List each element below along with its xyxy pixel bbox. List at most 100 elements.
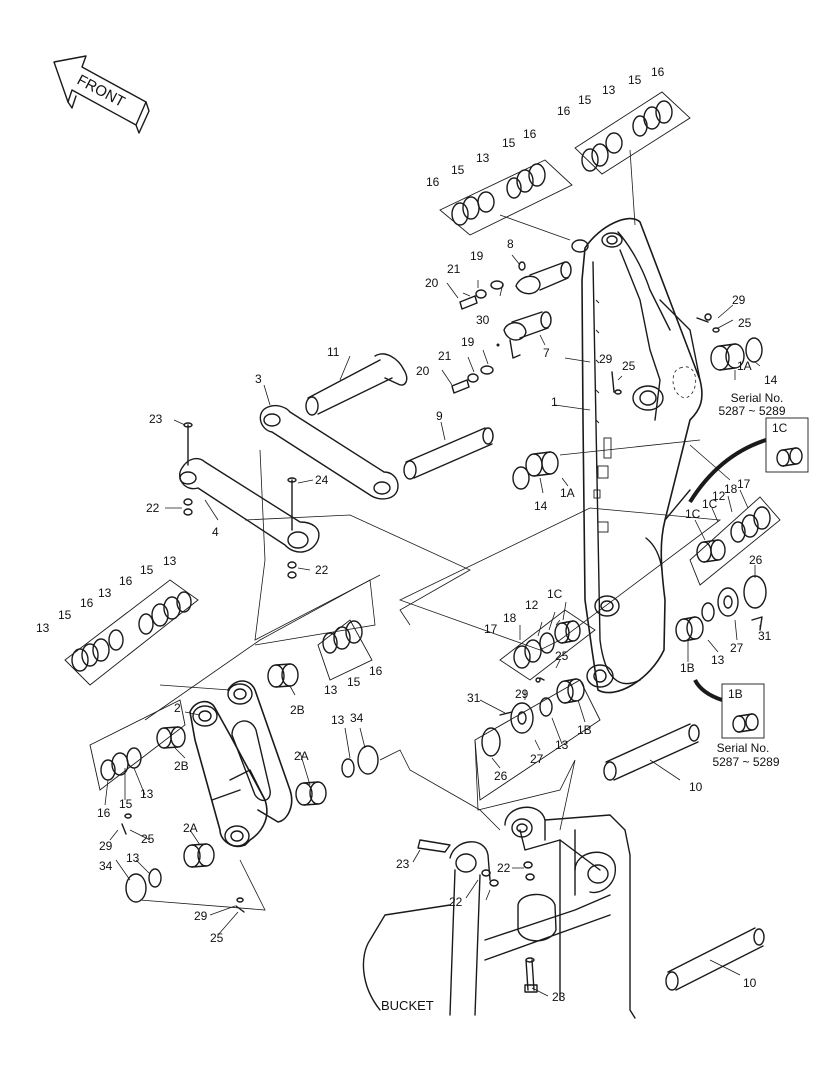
serial-note-upper-line1: Serial No.	[731, 391, 784, 405]
callout: 15	[119, 797, 133, 811]
callout: 24	[315, 473, 329, 487]
callout: 13	[476, 151, 490, 165]
washer-group-right-1b	[675, 575, 767, 642]
link-2	[189, 680, 293, 848]
callout: 15	[140, 563, 154, 577]
clip-29-25-lower	[121, 813, 245, 913]
clip-29-25-upper	[611, 313, 720, 395]
callout: 1C	[547, 587, 563, 601]
callout: 7	[543, 346, 550, 360]
callout: 26	[749, 553, 763, 567]
callout: 1	[551, 395, 558, 409]
callout: 29	[99, 839, 113, 853]
callout: 18	[503, 611, 517, 625]
inset-1b-label: 1B	[728, 687, 743, 701]
callout: 15	[58, 608, 72, 622]
callout: 2B	[174, 759, 189, 773]
callout: 16	[557, 104, 571, 118]
callout: 9	[436, 409, 443, 423]
callout: 16	[426, 175, 440, 189]
callout: 13	[126, 851, 140, 865]
bushing-2a-upper	[295, 781, 327, 806]
callout: 12	[525, 598, 539, 612]
callout: 13	[331, 713, 345, 727]
washer-group-top-right	[574, 91, 691, 175]
callout: 21	[447, 262, 461, 276]
serial-note-upper-line2: 5287 ~ 5289	[718, 404, 785, 418]
inset-1c-label: 1C	[772, 421, 788, 435]
serial-note-lower-line1: Serial No.	[717, 741, 770, 755]
callout: 11	[327, 345, 340, 359]
callout: 12	[712, 489, 726, 503]
callout: 1A	[560, 486, 575, 500]
callout: 1C	[685, 507, 701, 521]
pin-8	[459, 261, 572, 310]
callout: 25	[555, 649, 569, 663]
pin-11	[305, 353, 408, 416]
callout: 22	[315, 563, 329, 577]
callout: 27	[730, 641, 744, 655]
inset-1b: 1B	[693, 679, 765, 739]
inset-1c: 1C	[688, 417, 809, 504]
callout: 17	[737, 477, 751, 491]
callout: 20	[416, 364, 430, 378]
washer-group-left-upper	[64, 579, 199, 686]
callout: 25	[738, 316, 752, 330]
callout: 25	[622, 359, 636, 373]
callout: 17	[484, 622, 498, 636]
callout: 2	[174, 701, 181, 715]
front-arrow-icon: FRONT	[53, 55, 150, 134]
callout: 25	[210, 931, 224, 945]
callout: 29	[599, 352, 613, 366]
pin-10-lower	[665, 927, 765, 991]
callout: 13	[711, 653, 725, 667]
bushing-2a-lower	[183, 843, 215, 868]
callout: 2A	[183, 821, 198, 835]
callout: 14	[534, 499, 548, 513]
washer-group-right-1c	[689, 496, 781, 586]
callout: 19	[470, 249, 484, 263]
callout: 23	[552, 990, 566, 1004]
washer-group-center-1b	[474, 677, 601, 801]
pin-7	[451, 311, 552, 394]
callout: 31	[758, 629, 772, 643]
bucket-label: BUCKET	[381, 998, 434, 1013]
callout: 13	[324, 683, 338, 697]
callout: 16	[523, 127, 537, 141]
callout: 16	[369, 664, 383, 678]
callout: 13	[140, 787, 154, 801]
bushing-1a-right	[710, 337, 763, 371]
bushing-2b-upper	[267, 663, 299, 688]
callout: 16	[651, 65, 665, 79]
callout: 22	[449, 895, 463, 909]
callout: 19	[461, 335, 475, 349]
callout: 10	[743, 976, 757, 990]
callout: 20	[425, 276, 439, 290]
callout: 15	[578, 93, 592, 107]
callout: 1C	[702, 497, 718, 511]
callout: 13	[98, 586, 112, 600]
rings-13-34-lower	[125, 868, 162, 903]
callout: 23	[149, 412, 163, 426]
callout: 16	[119, 574, 133, 588]
callout: 14	[764, 373, 778, 387]
callout-labels: 16 15 13 15 16 16 15 13 15 16 8 19 21 20…	[36, 65, 778, 1004]
callout: 16	[97, 806, 111, 820]
callout: 1A	[737, 359, 752, 373]
callout: 13	[163, 554, 177, 568]
washer-group-mid-upper	[317, 619, 373, 681]
callout: 2A	[294, 749, 309, 763]
pin-10-upper	[603, 723, 700, 781]
callout: 2B	[290, 703, 305, 717]
callout: 29	[732, 293, 746, 307]
callout: 13	[36, 621, 50, 635]
link-3	[259, 404, 399, 500]
callout: 27	[530, 752, 544, 766]
serial-note-lower-line2: 5287 ~ 5289	[712, 755, 779, 769]
callout: 4	[212, 525, 219, 539]
bushing-1a-left	[512, 451, 559, 490]
callout: 15	[347, 675, 361, 689]
callout: 15	[451, 163, 465, 177]
